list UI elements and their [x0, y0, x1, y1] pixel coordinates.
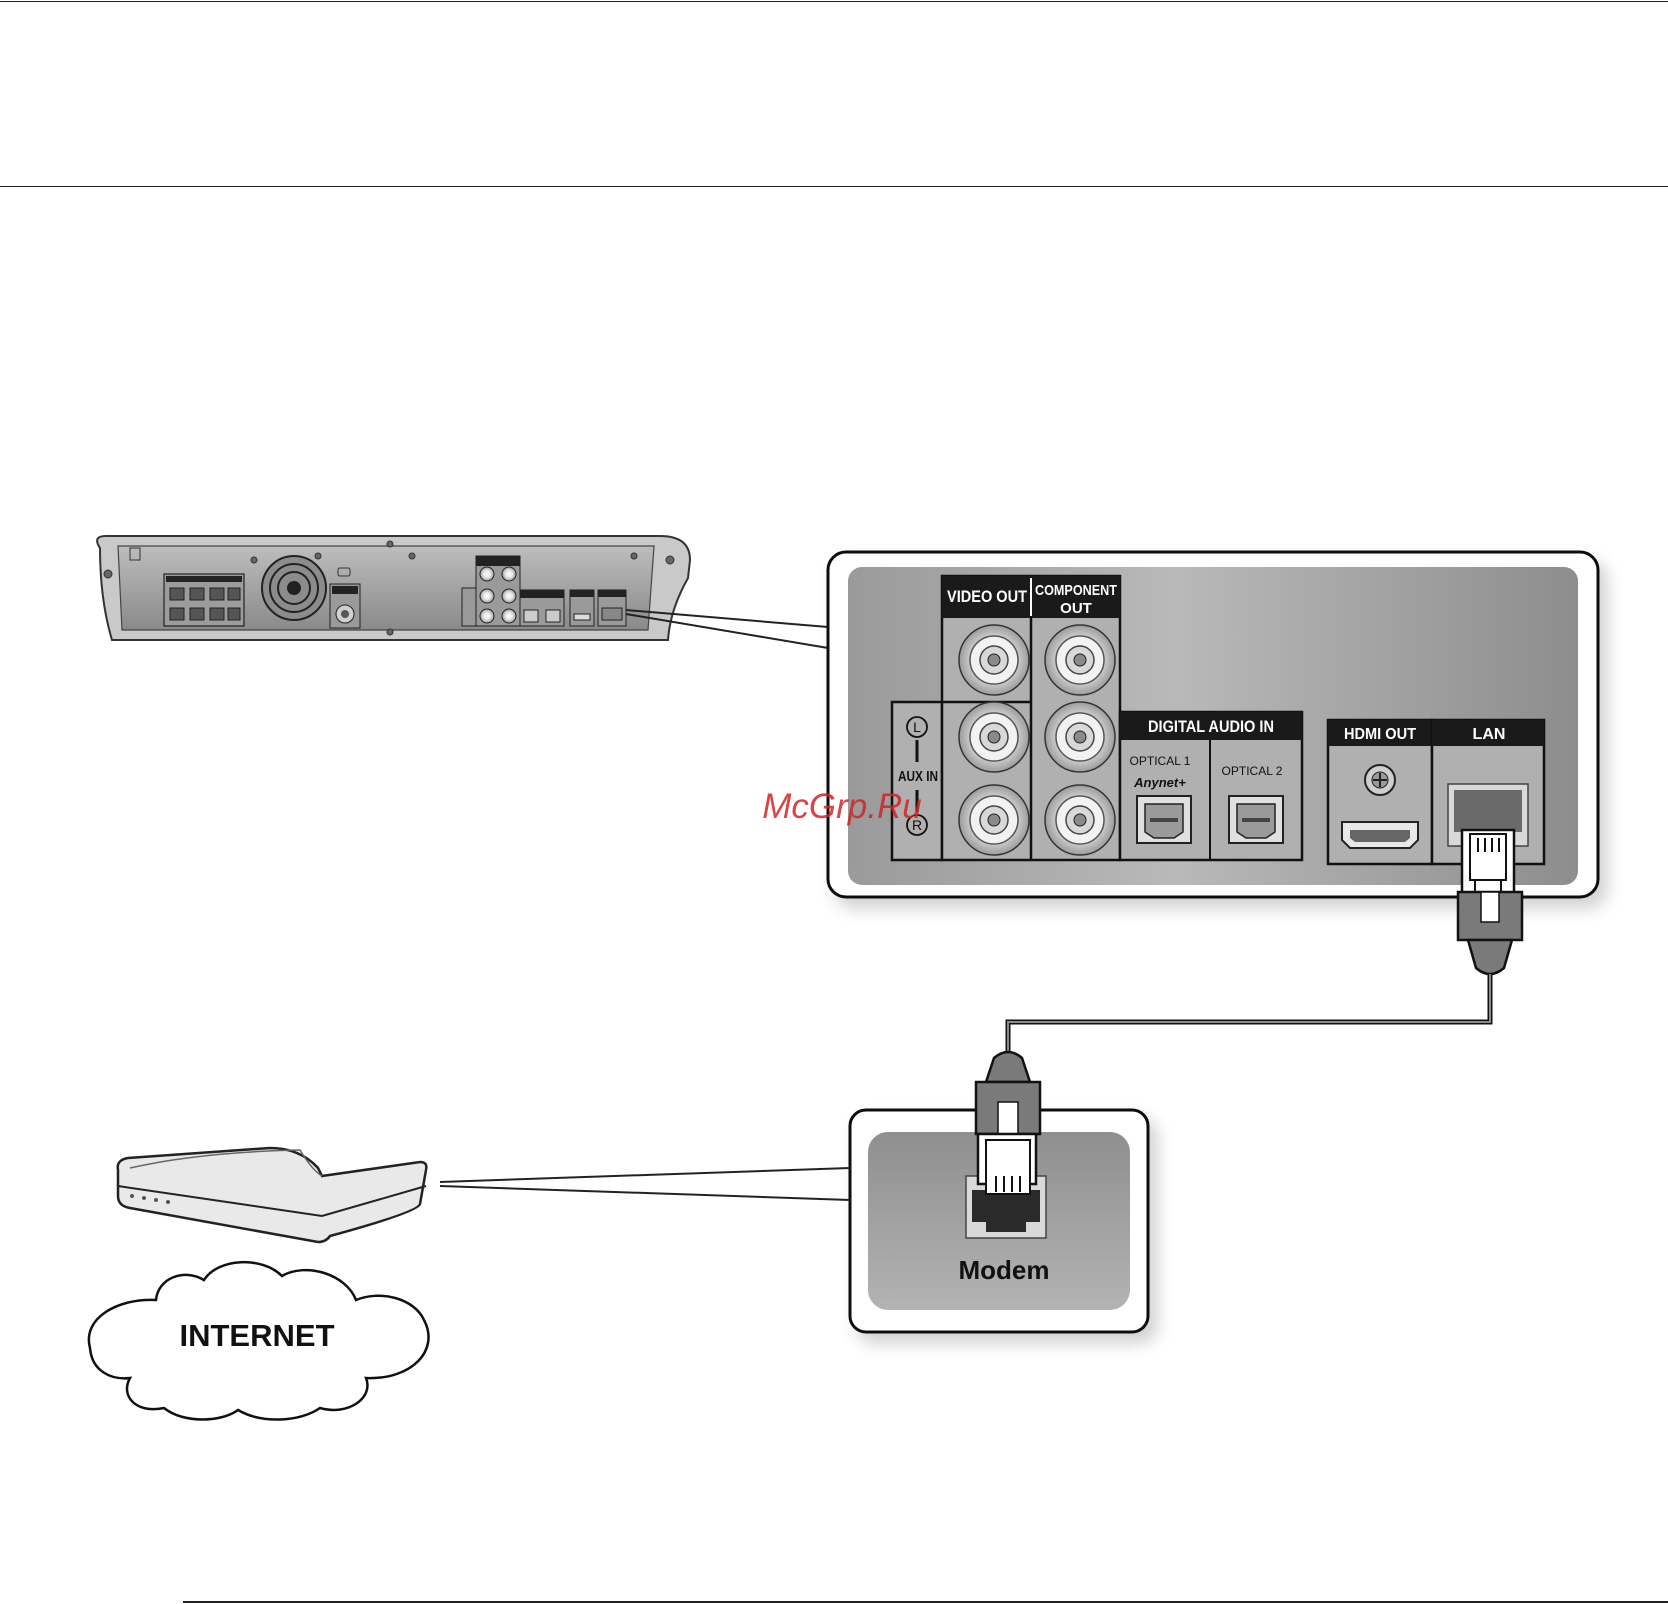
optical1-label: OPTICAL 1 — [1130, 754, 1191, 768]
hdmi-out-label: HDMI OUT — [1344, 726, 1416, 743]
internet-cloud: INTERNET — [89, 1262, 429, 1419]
internet-label: INTERNET — [180, 1318, 335, 1353]
digital-audio-in-label: DIGITAL AUDIO IN — [1148, 717, 1274, 736]
aux-in-jack-group: L AUX IN R — [892, 702, 942, 860]
component-out-label-line2: OUT — [1060, 600, 1092, 617]
rca-jack — [1045, 625, 1115, 695]
rca-jack — [1045, 785, 1115, 855]
watermark-text: McGrp.Ru — [762, 787, 921, 826]
optical-port-icon — [1137, 796, 1191, 843]
rca-jack — [959, 625, 1029, 695]
lan-label: LAN — [1473, 726, 1506, 743]
anynet-logo: Anynet+ — [1133, 775, 1186, 790]
optical-port-icon — [1229, 796, 1283, 843]
digital-audio-in-block: DIGITAL AUDIO IN OPTICAL 1 Anynet+ OPTIC… — [1120, 712, 1302, 860]
home-theater-unit — [97, 536, 828, 648]
modem-device — [118, 1148, 850, 1242]
lan-cable-plug-modem — [976, 1052, 1040, 1194]
video-component-block: VIDEO OUT COMPONENT OUT — [942, 576, 1120, 860]
aux-left-label: L — [913, 719, 921, 735]
aux-in-label: AUX IN — [898, 768, 938, 785]
component-out-label: COMPONENT — [1035, 582, 1117, 599]
video-out-label: VIDEO OUT — [947, 587, 1028, 606]
modem-label: Modem — [959, 1255, 1050, 1285]
lan-cable-plug-player — [1458, 830, 1522, 974]
rca-jack — [1045, 702, 1115, 772]
rca-jack — [959, 785, 1029, 855]
lan-cable — [1008, 974, 1490, 1056]
optical2-label: OPTICAL 2 — [1222, 764, 1283, 778]
hdmi-port-icon — [1342, 822, 1418, 848]
hdmi-out-block: HDMI OUT — [1328, 720, 1432, 864]
rca-jack — [959, 702, 1029, 772]
